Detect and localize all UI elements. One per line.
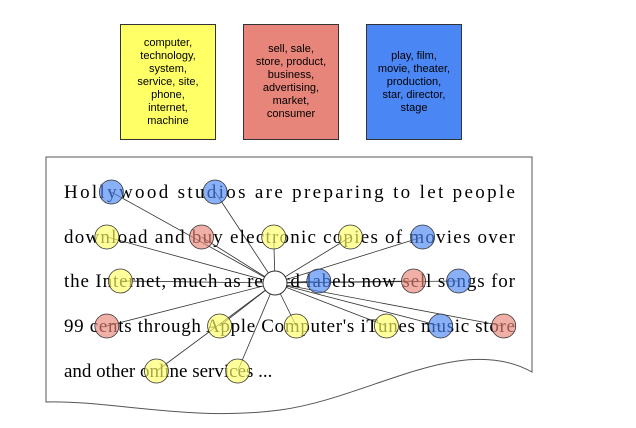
word-topic-circle <box>261 224 287 250</box>
topic-edge <box>274 280 459 284</box>
topic-edge <box>106 282 276 327</box>
document-line: download and buy electronic copies of mo… <box>64 227 516 248</box>
word-topic-circle <box>94 224 120 250</box>
word-topic-circle <box>202 179 228 205</box>
word-topic-circle <box>428 313 453 339</box>
topic-words: sell, sale, store, product, business, ad… <box>255 43 327 120</box>
topic-edge <box>106 236 276 284</box>
word-topic-circle <box>446 268 472 294</box>
topic-edge <box>201 236 276 284</box>
topic-edge <box>274 236 351 284</box>
topic-edge <box>120 280 276 284</box>
topic-edge <box>274 282 441 327</box>
word-topic-circle <box>337 224 363 250</box>
topic-words: computer, technology, system, service, s… <box>137 36 199 127</box>
topic-edge <box>214 191 276 284</box>
word-topic-circle <box>144 358 169 384</box>
word-topic-circle <box>98 179 124 205</box>
word-topic-circle <box>410 224 435 250</box>
word-topic-circle <box>189 224 214 250</box>
document-line: Hollywood studios are preparing to let p… <box>64 182 515 203</box>
topic-edge <box>237 282 276 372</box>
word-topic-circle <box>306 268 332 294</box>
word-topic-circle <box>374 313 399 339</box>
word-topic-circle <box>107 268 133 294</box>
word-topic-circle <box>283 313 309 339</box>
word-topic-circle <box>225 358 251 384</box>
word-topic-circles <box>94 179 517 384</box>
topic-box-movies: play, film, movie, theater, production, … <box>366 24 462 140</box>
topic-box-business: sell, sale, store, product, business, ad… <box>243 24 339 140</box>
word-topic-circle <box>94 313 120 339</box>
topic-box-computer: computer, technology, system, service, s… <box>120 24 216 140</box>
word-topic-circle <box>491 313 517 339</box>
topic-edge <box>274 236 423 284</box>
document-topic-hub <box>262 270 288 296</box>
topic-words: play, film, movie, theater, production, … <box>377 49 451 114</box>
topic-edges <box>106 191 504 372</box>
word-topic-circle <box>401 268 426 294</box>
word-topic-circle <box>207 313 232 339</box>
topic-edge <box>274 282 387 327</box>
